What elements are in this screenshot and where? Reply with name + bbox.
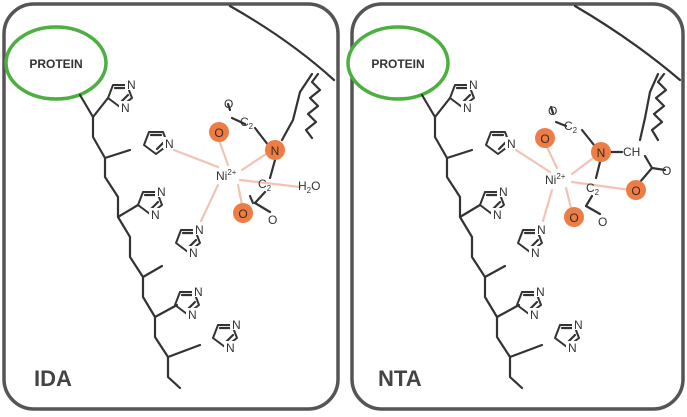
ida-resin-surface: [228, 4, 336, 82]
ida-protein-label: PROTEIN: [29, 57, 82, 71]
svg-text:N: N: [271, 144, 280, 158]
ida-water: H2O: [298, 179, 320, 195]
nta-ch2-bottom: C2: [586, 181, 600, 197]
ida-ch2-bottom: C2: [258, 177, 272, 193]
svg-text:O: O: [631, 184, 640, 198]
nta-carbonyl-oxygen-2: O: [598, 215, 607, 229]
panel-nta: PROTEIN O N: [346, 2, 685, 411]
ida-backbone: [78, 93, 182, 390]
nta-nickel-ion: Ni2+: [545, 172, 566, 187]
panel-ida-frame: [2, 2, 340, 411]
ida-carbonyl-oxygen-2: O: [268, 213, 277, 227]
nta-nitrogen: [591, 142, 611, 162]
panel-ida: PROTEIN O: [2, 2, 340, 411]
nta-linker-chain: [650, 72, 668, 142]
ida-panel-label: IDA: [34, 366, 72, 391]
ida-oxygen-1: [209, 122, 229, 142]
nta-resin-surface: [573, 4, 682, 82]
svg-text:O: O: [540, 132, 549, 146]
ida-linker-chain: [304, 72, 322, 140]
nta-panel-label: NTA: [378, 366, 422, 391]
nta-backbone: [420, 93, 524, 390]
svg-text:O: O: [569, 211, 578, 225]
nta-carbonyl-oxygen-3: O: [662, 164, 671, 178]
nta-ch-group: CH: [623, 145, 640, 159]
ida-carbonyl-oxygen-1: O: [224, 97, 233, 111]
nta-oxygen-1: [535, 128, 555, 148]
nta-ch2-top: C2: [564, 119, 578, 135]
nta-oxygen-2: [564, 207, 584, 227]
nta-protein-outline: [346, 25, 450, 101]
ida-nitrogen: [265, 140, 285, 160]
ida-ch2-top: C2: [240, 115, 254, 131]
nta-protein-label: PROTEIN: [371, 57, 424, 71]
svg-text:O: O: [214, 126, 223, 140]
nta-carbonyl-oxygen-1: O: [548, 104, 557, 118]
nta-oxygen-3: [626, 180, 646, 200]
ida-protein-outline: [4, 25, 108, 101]
ida-nickel-ion: Ni2+: [216, 168, 237, 183]
ida-oxygen-2: [233, 203, 253, 223]
svg-text:N: N: [597, 146, 606, 160]
panel-nta-frame: [350, 2, 685, 411]
svg-text:O: O: [238, 207, 247, 221]
